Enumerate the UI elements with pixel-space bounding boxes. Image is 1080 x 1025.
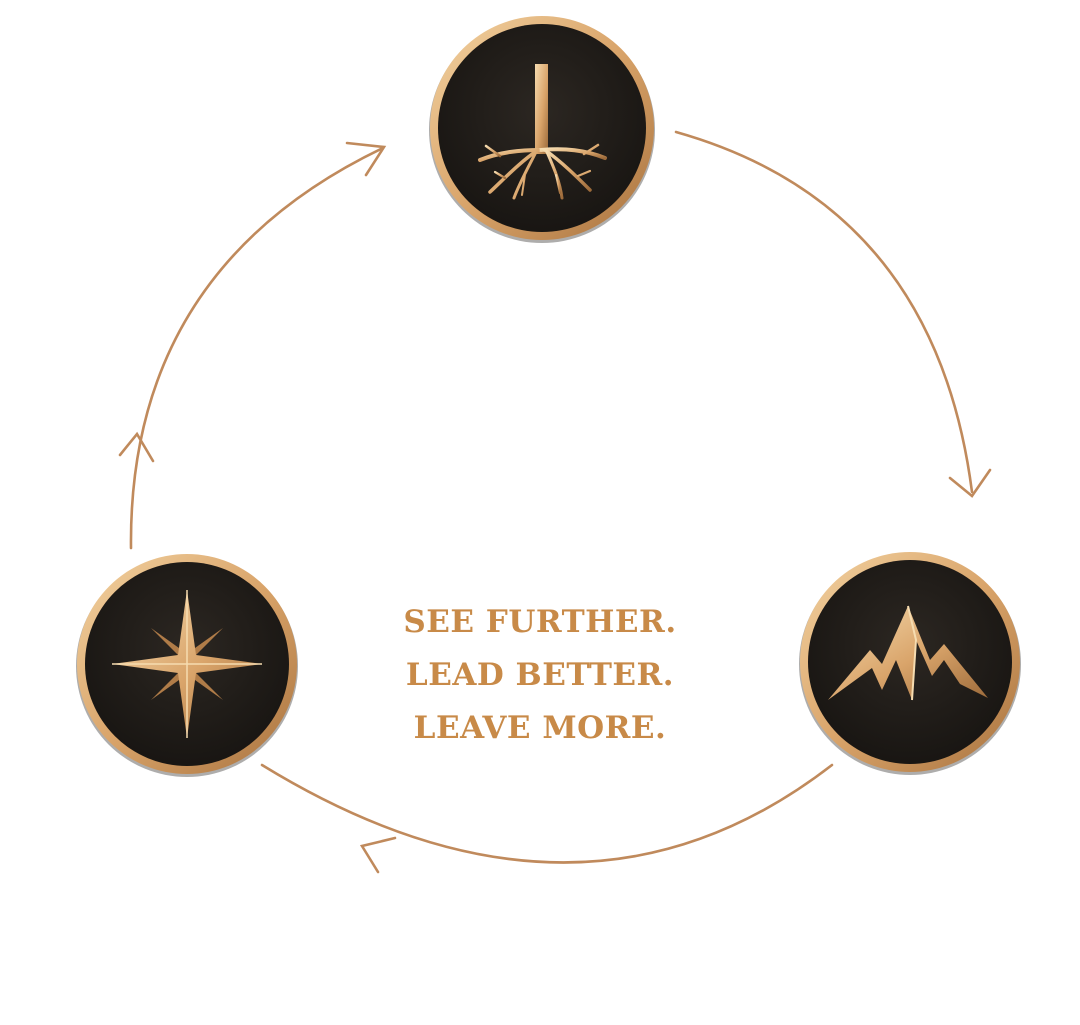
arrowhead-top: [345, 141, 387, 177]
tagline-line-lead-better: LEAD BETTER.: [405, 657, 675, 693]
compass-star-icon: [112, 590, 262, 738]
node-left: [76, 554, 298, 777]
node-right: [799, 552, 1021, 775]
arrowhead-right: [948, 468, 992, 498]
tagline-line-leave-more: LEAVE MORE.: [413, 710, 667, 746]
arrow-top-to-right: [674, 130, 974, 494]
mountain-icon: [828, 605, 988, 701]
arrow-left-to-top: [129, 146, 385, 550]
cycle-arrows: [118, 130, 992, 874]
arrowhead-bottom: [359, 836, 397, 874]
tagline-line-see-further: SEE FURTHER.: [403, 604, 677, 640]
node-top: [429, 16, 655, 243]
arrow-right-to-left: [260, 763, 834, 864]
arrowhead-left: [118, 431, 155, 463]
roots-icon: [478, 64, 607, 207]
tagline: SEE FURTHER. LEAD BETTER. LEAVE MORE.: [340, 596, 740, 755]
